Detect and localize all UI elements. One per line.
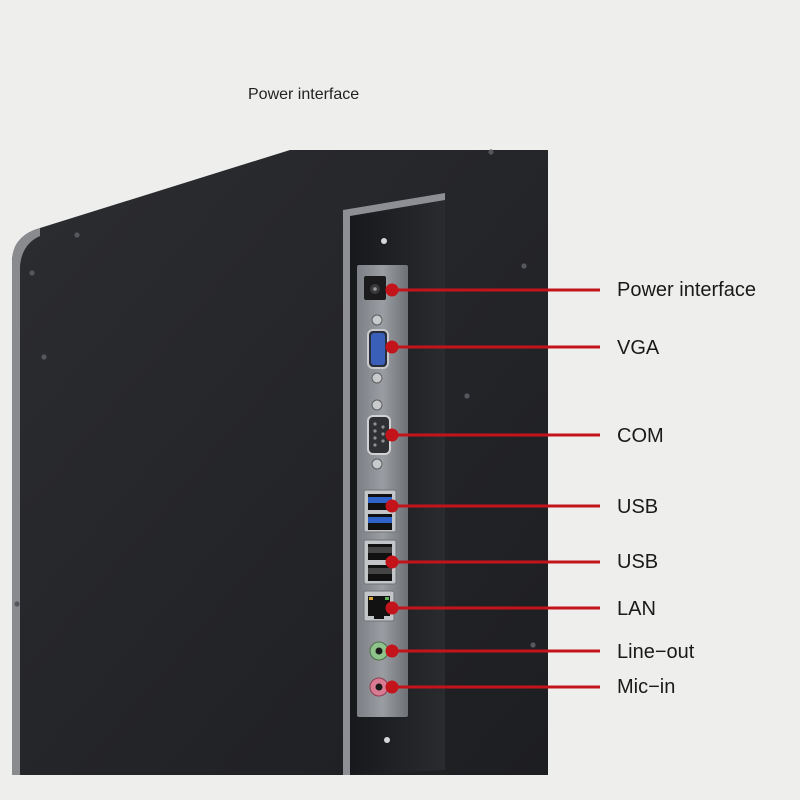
label-usb-2: USB <box>617 551 659 573</box>
label-line-out: Line−out <box>617 641 695 663</box>
ethernet-port-icon <box>363 590 395 622</box>
callout-lines <box>385 283 600 694</box>
chassis-screws <box>14 149 536 648</box>
label-power-interface: Power interface <box>617 279 756 301</box>
usb-port-icon <box>363 539 397 585</box>
top-caption: Power interface <box>248 86 360 103</box>
usb-port-icon <box>363 489 397 533</box>
label-lan: LAN <box>617 598 656 620</box>
chassis-back-panel <box>12 150 548 775</box>
serial-port-icon <box>367 399 391 470</box>
label-usb-1: USB <box>617 496 659 518</box>
audio-jack-icon <box>369 641 389 661</box>
plate-screws <box>381 238 390 743</box>
dc-power-jack-icon <box>364 276 386 300</box>
label-com: COM <box>617 425 664 447</box>
label-mic-in: Mic−in <box>617 676 676 698</box>
audio-jack-icon <box>369 677 389 697</box>
chassis-left-edge <box>12 228 40 775</box>
vga-port-icon <box>367 314 389 384</box>
label-vga: VGA <box>617 337 660 359</box>
